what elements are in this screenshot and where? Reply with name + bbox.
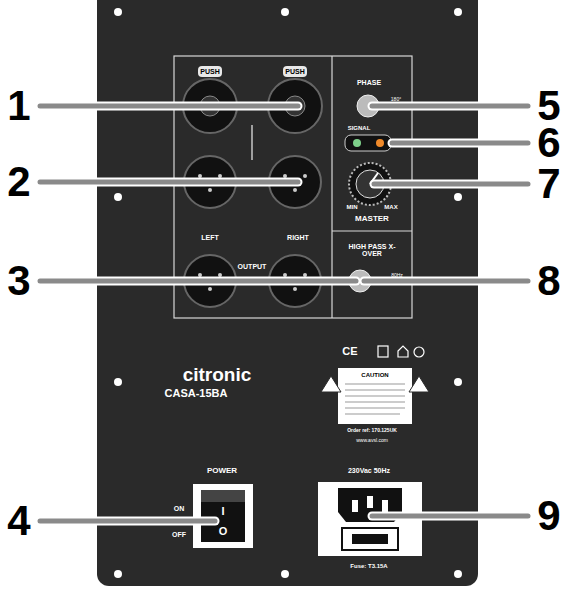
push-tab-text: PUSH xyxy=(285,68,304,75)
callout-number: 3 xyxy=(7,259,30,303)
power-label: POWER xyxy=(207,467,237,475)
control-label: MASTER xyxy=(355,215,389,223)
brand-logo: citronic xyxy=(183,365,252,385)
model-name: CASA-15BA xyxy=(165,388,228,400)
switch-mark: O xyxy=(219,526,228,538)
switch-state: ON xyxy=(174,505,185,512)
knob-scale: MIN xyxy=(347,204,358,210)
callout-number: 6 xyxy=(537,121,560,165)
ce-mark: CE xyxy=(342,346,357,358)
mains-rating: 230Vac 50Hz xyxy=(348,467,390,474)
switch-setting: 80Hz xyxy=(391,273,403,278)
controls xyxy=(345,95,391,292)
caution-box xyxy=(321,346,429,424)
channel-label: LEFT xyxy=(201,234,219,241)
callout-number: 7 xyxy=(537,162,560,206)
screw-holes xyxy=(114,8,462,578)
push-tab-text: PUSH xyxy=(200,68,219,75)
switch-state: OFF xyxy=(172,531,186,538)
control-label: SIGNAL xyxy=(348,125,371,131)
control-label: HIGH PASS X-OVER xyxy=(348,243,396,258)
callout-number: 8 xyxy=(537,259,560,303)
order-ref: Order ref: 170.125UK xyxy=(347,428,397,433)
fuse-rating: Fuse: T3.15A xyxy=(350,563,387,569)
channel-label: RIGHT xyxy=(287,234,309,241)
power-switch xyxy=(193,484,253,548)
control-label: PHASE xyxy=(357,79,381,86)
switch-mark: I xyxy=(221,506,224,518)
panel-plate xyxy=(97,0,478,586)
callout-number: 9 xyxy=(537,494,560,538)
knob-scale: MAX xyxy=(384,204,397,210)
combo-inputs xyxy=(183,66,322,133)
leader-lines xyxy=(40,106,528,521)
callout-number: 2 xyxy=(7,160,30,204)
caution-title: CAUTION xyxy=(361,372,388,378)
website: www.avsl.com xyxy=(356,438,388,443)
callout-number: 4 xyxy=(7,499,30,543)
callout-number: 1 xyxy=(7,84,30,128)
section-label: OUTPUT xyxy=(238,263,267,270)
switch-setting: 180° xyxy=(391,97,401,102)
